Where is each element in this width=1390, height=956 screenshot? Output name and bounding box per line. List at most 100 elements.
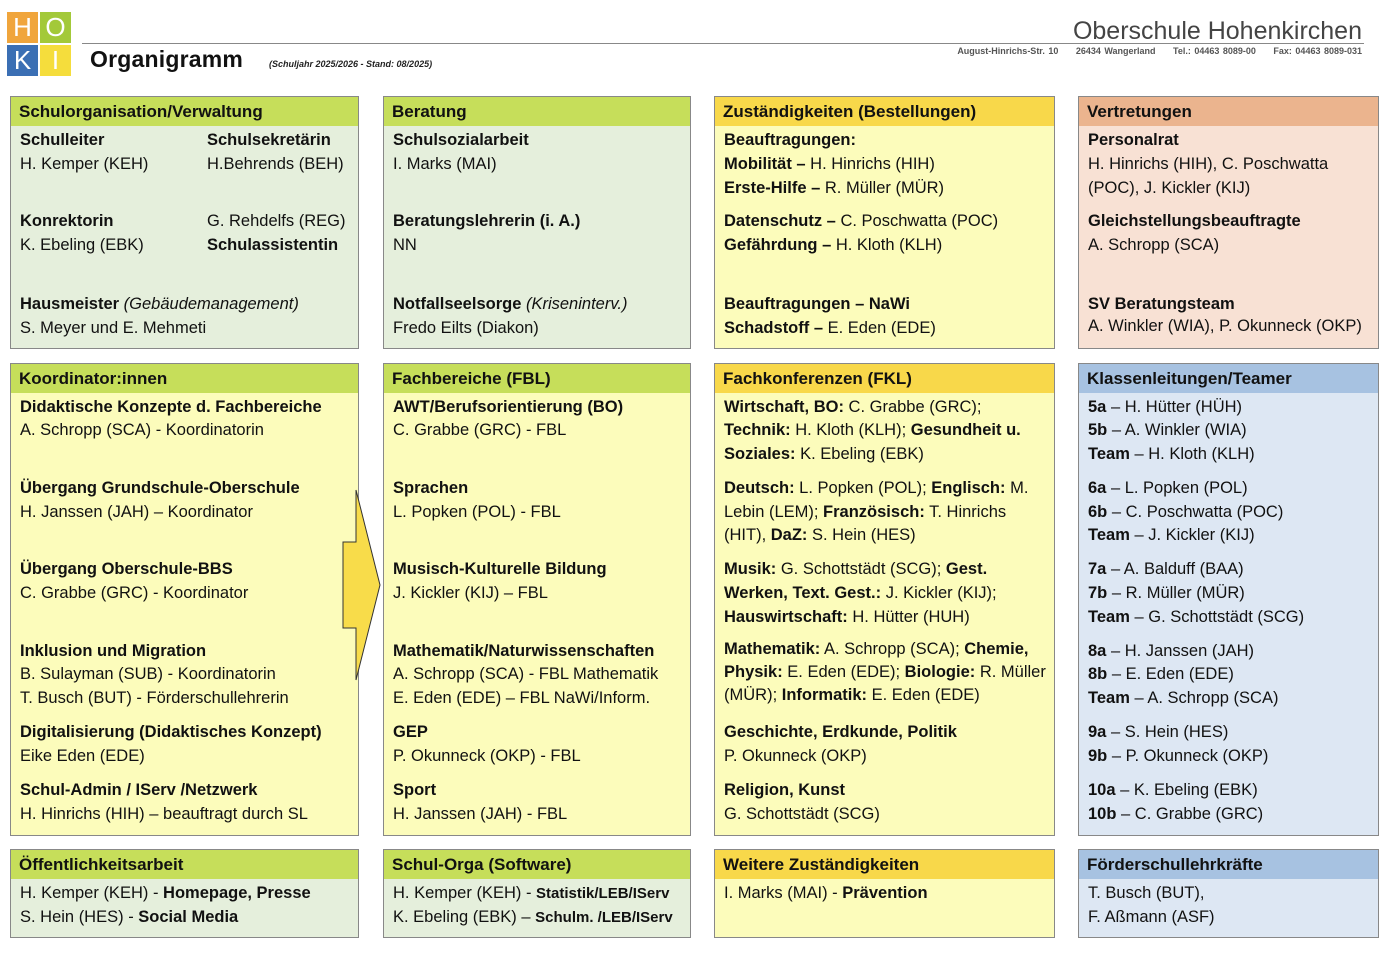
text-line: Digitalisierung (Didaktisches Konzept) <box>20 723 322 741</box>
box-beratung: Beratung Schulsozialarbeit I. Marks (MAI… <box>383 96 691 349</box>
box-title: Öffentlichkeitsarbeit <box>11 850 358 879</box>
text-line: Schul-Admin / IServ /Netzwerk <box>20 781 258 799</box>
box-fachbereiche: Fachbereiche (FBL) AWT/Berufsorientierun… <box>383 363 691 836</box>
box-title: Schul-Orga (Software) <box>384 850 690 879</box>
hausmeister-heading: Hausmeister (Gebäudemanagement) <box>20 294 299 314</box>
class-row: 8b – E. Eden (EDE) <box>1088 664 1234 684</box>
class-teacher: – S. Hein (HES) <box>1106 723 1229 741</box>
text-line: S. Hein (HES) - Social Media <box>20 907 238 927</box>
text-line: Übergang Oberschule-BBS <box>20 560 233 578</box>
label: Religion, Kunst <box>724 781 845 799</box>
class-name: 5b <box>1088 421 1108 439</box>
label: Informatik: <box>781 686 867 704</box>
text-line: A. Winkler (WIA), P. Okunneck (OKP) <box>1088 317 1362 335</box>
value: T. Hinrichs <box>924 503 1007 521</box>
text-line: Beauftragungen: <box>724 131 856 149</box>
box-title: Vertretungen <box>1079 97 1378 126</box>
value: S. Hein (HES) - <box>20 908 139 926</box>
class-row: Team – A. Schropp (SCA) <box>1088 688 1278 708</box>
value: K. Ebeling (EBK) <box>795 445 924 463</box>
box-klassenleitungen: Klassenleitungen/Teamer 5a – H. Hütter (… <box>1078 363 1379 836</box>
class-teacher: – H. Janssen (JAH) <box>1106 642 1254 660</box>
text-line: Mathematik/Naturwissenschaften <box>393 642 655 660</box>
class-row: Team – G. Schottstädt (SCG) <box>1088 607 1304 627</box>
page-subtitle: (Schuljahr 2025/2026 - Stand: 08/2025) <box>269 59 433 69</box>
text-line: Personalrat <box>1088 131 1179 149</box>
box-title: Koordinator:innen <box>11 364 358 393</box>
class-teacher: – C. Poschwatta (POC) <box>1107 503 1284 521</box>
label: Mobilität – <box>724 155 811 173</box>
text-line: Physik: E. Eden (EDE); Biologie: R. Müll… <box>724 662 1046 682</box>
class-name: 9a <box>1088 723 1107 741</box>
box-title: Weitere Zuständigkeiten <box>715 850 1054 879</box>
label: Social Media <box>138 908 239 926</box>
text-line: SV Beratungsteam <box>1088 295 1235 313</box>
value: S. Hein (HES) <box>807 526 916 544</box>
text-line: K. Ebeling (EBK) – Schulm. /LEB/IServ <box>393 907 673 928</box>
text-line: Technik: H. Kloth (KLH); Gesundheit u. <box>724 420 1021 440</box>
box-title: Fachkonferenzen (FKL) <box>715 364 1054 393</box>
value: A. Schropp (SCA); <box>820 640 965 658</box>
text-line: Inklusion und Migration <box>20 642 207 660</box>
text-line: Soziales: K. Ebeling (EBK) <box>724 444 924 464</box>
label: DaZ: <box>770 526 808 544</box>
box-schul-orga: Schul-Orga (Software) H. Kemper (KEH) - … <box>383 849 691 938</box>
box-title: Förderschullehrkräfte <box>1079 850 1378 879</box>
box-vertretungen: Vertretungen Personalrat H. Hinrichs (HI… <box>1078 96 1379 349</box>
text-line: AWT/Berufsorientierung (BO) <box>393 398 624 416</box>
class-row: 7b – R. Müller (MÜR) <box>1088 583 1245 603</box>
assistentin-name: G. Rehdelfs (REG) <box>207 212 346 230</box>
text-line: P. Okunneck (OKP) <box>724 746 867 766</box>
hausmeister-note: (Gebäudemanagement) <box>123 295 299 313</box>
class-teacher: – P. Okunneck (OKP) <box>1107 747 1269 765</box>
value: J. Kickler (KIJ); <box>881 584 997 602</box>
label: Mathematik: <box>724 640 821 658</box>
box-title: Zuständigkeiten (Bestellungen) <box>715 97 1054 126</box>
label: Werken, Text. Gest.: <box>724 584 882 602</box>
hausmeister-label: Hausmeister <box>20 295 120 313</box>
text-line: Werken, Text. Gest.: J. Kickler (KIJ); <box>724 583 997 603</box>
label: Gest. <box>945 560 988 578</box>
value: M. <box>1005 479 1029 497</box>
konrektorin-label: Konrektorin <box>20 212 114 230</box>
class-name: Team <box>1088 526 1130 544</box>
text-line: Wirtschaft, BO: C. Grabbe (GRC); <box>724 397 981 417</box>
class-name: 6a <box>1088 479 1107 497</box>
value: C. Grabbe (GRC); <box>843 398 982 416</box>
value: H. Kemper (KEH) - <box>393 884 537 902</box>
box-foerderschullehrkraefte: Förderschullehrkräfte T. Busch (BUT), F.… <box>1078 849 1379 938</box>
text-line: Didaktische Konzepte d. Fachbereiche <box>20 398 322 416</box>
text-line: Mobilität – H. Hinrichs (HIH) <box>724 154 935 174</box>
text-line: H. Hinrichs (HIH) – beauftragt durch SL <box>20 805 308 823</box>
logo-letter-i: I <box>40 45 71 76</box>
class-name: 8b <box>1088 665 1108 683</box>
text-line: NN <box>393 236 417 254</box>
label: Notfallseelsorge <box>393 295 522 313</box>
box-oeffentlichkeitsarbeit: Öffentlichkeitsarbeit H. Kemper (KEH) - … <box>10 849 359 938</box>
text-line: B. Sulayman (SUB) - Koordinatorin <box>20 665 276 683</box>
text-line: Religion, Kunst <box>724 780 845 800</box>
text-line: Schulsozialarbeit <box>393 131 529 149</box>
text-line: Mathematik: A. Schropp (SCA); Chemie, <box>724 639 1028 659</box>
label: Erste-Hilfe – <box>724 179 825 197</box>
class-teacher: – L. Popken (POL) <box>1106 479 1248 497</box>
text-line: Beratungslehrerin (i. A.) <box>393 212 581 230</box>
value: R. Müller (MÜR) <box>824 179 945 197</box>
class-name: Team <box>1088 689 1130 707</box>
value: E. Eden (EDE); <box>782 663 905 681</box>
value: E. Eden (EDE) <box>867 686 980 704</box>
label: Soziales: <box>724 445 796 463</box>
class-teacher: – R. Müller (MÜR) <box>1107 584 1245 602</box>
label: Schulm. /LEB/IServ <box>535 909 673 926</box>
class-row: 6a – L. Popken (POL) <box>1088 478 1248 498</box>
class-teacher: – A. Balduff (BAA) <box>1106 560 1244 578</box>
class-name: Team <box>1088 608 1130 626</box>
class-name: 10b <box>1088 805 1117 823</box>
class-name: 6b <box>1088 503 1108 521</box>
text-line: Schadstoff – E. Eden (EDE) <box>724 318 936 338</box>
class-row: 6b – C. Poschwatta (POC) <box>1088 502 1283 522</box>
text-line: Notfallseelsorge (Kriseninterv.) <box>393 294 627 314</box>
text-line: Gefährdung – H. Kloth (KLH) <box>724 235 942 255</box>
value: H. Hütter (HUH) <box>847 608 970 626</box>
class-teacher: – H. Hütter (HÜH) <box>1106 398 1243 416</box>
